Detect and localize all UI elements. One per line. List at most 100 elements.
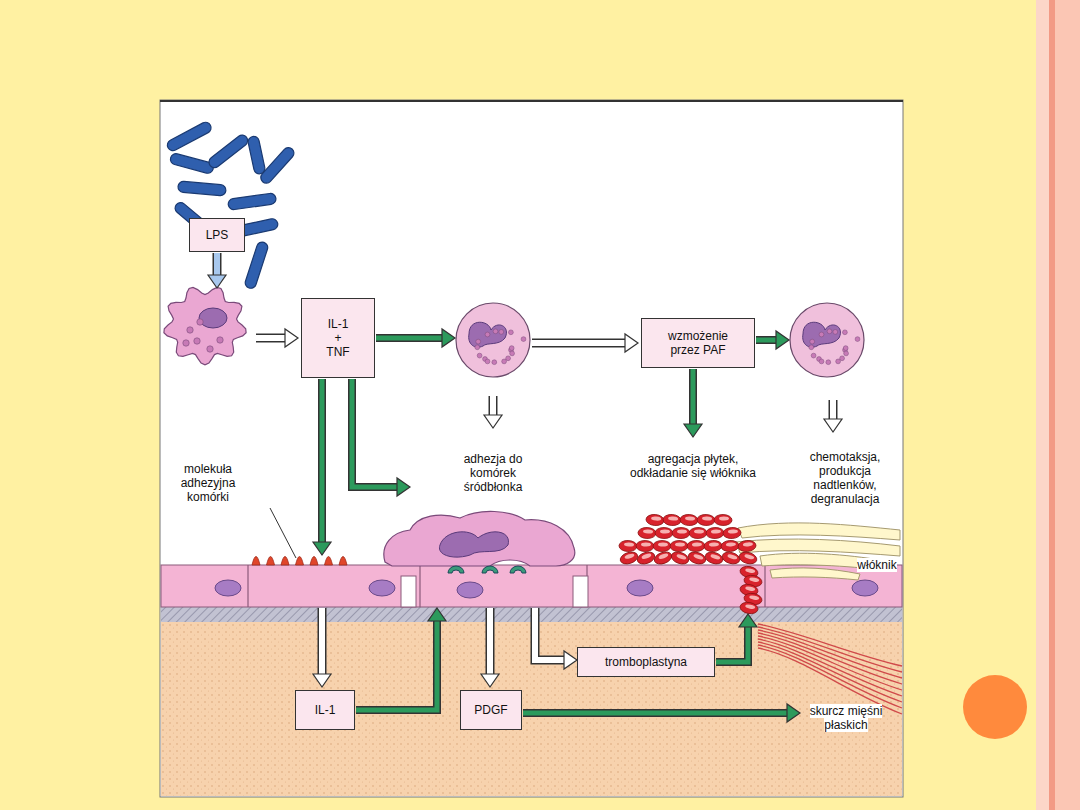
platelet (670, 550, 691, 566)
platelet (619, 540, 637, 552)
granule (833, 330, 838, 335)
text-stack: IL-1 + TNF (323, 317, 353, 359)
stroke (745, 586, 756, 592)
granule (194, 338, 200, 344)
leader-line (270, 508, 296, 558)
arrow-shaft (214, 253, 220, 276)
stroke (653, 550, 674, 566)
stroke (670, 550, 691, 566)
process-box: IL-1 + TNF (301, 298, 375, 378)
granule (844, 351, 849, 356)
arrow-head (313, 674, 331, 687)
slide-stripe (1049, 0, 1055, 810)
neutrophil (456, 303, 530, 377)
granule (843, 330, 848, 335)
stroke (697, 514, 715, 526)
annotation-block: molekuła adhezyjna komórki (174, 462, 242, 504)
arrow-head (739, 614, 757, 627)
arrow-shaft (319, 608, 325, 675)
arrow-shaft (352, 379, 398, 487)
stroke (743, 542, 753, 547)
platelets (619, 514, 763, 615)
granule (836, 359, 841, 364)
arrow-shaft (489, 396, 498, 416)
gap (573, 576, 588, 607)
platelet (687, 540, 705, 552)
stroke (675, 542, 685, 546)
arrow-shaft (535, 608, 565, 660)
stroke (653, 541, 671, 552)
granule (485, 332, 490, 337)
nucleus (469, 322, 507, 347)
platelet (739, 601, 759, 615)
arrow-head (684, 424, 702, 437)
arrow-shaft (523, 711, 788, 716)
arrow-shaft (376, 336, 443, 341)
stroke (663, 514, 682, 526)
arrow-head (208, 275, 226, 288)
adhesion-molecule (267, 557, 275, 566)
arrow-head (481, 674, 499, 687)
macrophage (164, 287, 246, 365)
platelet (721, 550, 741, 566)
arrow-shaft (830, 400, 836, 420)
granule (475, 345, 480, 350)
platelet (646, 514, 665, 527)
smooth-muscle (758, 624, 902, 714)
stroke (680, 514, 699, 526)
arrow-shaft (523, 709, 788, 717)
stroke (745, 604, 756, 610)
nuclei (215, 580, 878, 598)
arrow-shaft (318, 379, 326, 543)
adhesion-molecules (252, 557, 347, 566)
platelet (653, 550, 674, 566)
receptors (448, 566, 526, 573)
arrow-head (824, 419, 842, 432)
stroke (638, 527, 656, 539)
stroke (738, 550, 758, 565)
annotation-block: agregacja płytek, odkładanie się włóknik… (618, 452, 768, 480)
platelet (704, 540, 723, 552)
process-box: wzmożenie przez PAF (641, 318, 755, 368)
stroke (658, 553, 669, 560)
granule (485, 359, 490, 364)
annotation-block: skurcz mięśni płaskich (802, 704, 890, 732)
stroke (745, 568, 756, 574)
stroke (687, 550, 708, 566)
platelet (670, 540, 688, 551)
process-box: PDGF (460, 690, 522, 730)
arrow-shaft (716, 626, 748, 662)
arrow-head (787, 704, 800, 722)
box-label: wzmożenie przez PAF (662, 329, 734, 357)
stroke (758, 633, 902, 684)
platelet (636, 540, 654, 551)
text-stack: LPS (206, 228, 229, 242)
granule (217, 337, 223, 343)
stroke (677, 530, 687, 534)
stroke (749, 577, 760, 583)
platelet (697, 514, 715, 526)
arrow-shaft (691, 369, 696, 425)
adhesion-molecule (325, 557, 333, 566)
stroke (646, 514, 665, 527)
granule (499, 330, 504, 335)
arrow-head (313, 542, 331, 555)
stroke (711, 529, 721, 533)
granule (506, 356, 511, 361)
platelet (689, 527, 707, 538)
arrow-shaft (756, 338, 777, 343)
process-box: IL-1 (295, 690, 355, 730)
arrows (208, 253, 842, 722)
arrow-shaft (256, 335, 286, 341)
platelet (636, 550, 657, 566)
granule (509, 346, 514, 351)
stroke (624, 542, 634, 546)
granule (502, 359, 507, 364)
stroke (744, 554, 755, 560)
arrow-shaft (486, 608, 495, 675)
arrow-head (428, 608, 446, 621)
endothelium (161, 565, 902, 607)
gap (401, 576, 416, 607)
arrow-head (442, 329, 455, 347)
stroke (687, 540, 705, 552)
